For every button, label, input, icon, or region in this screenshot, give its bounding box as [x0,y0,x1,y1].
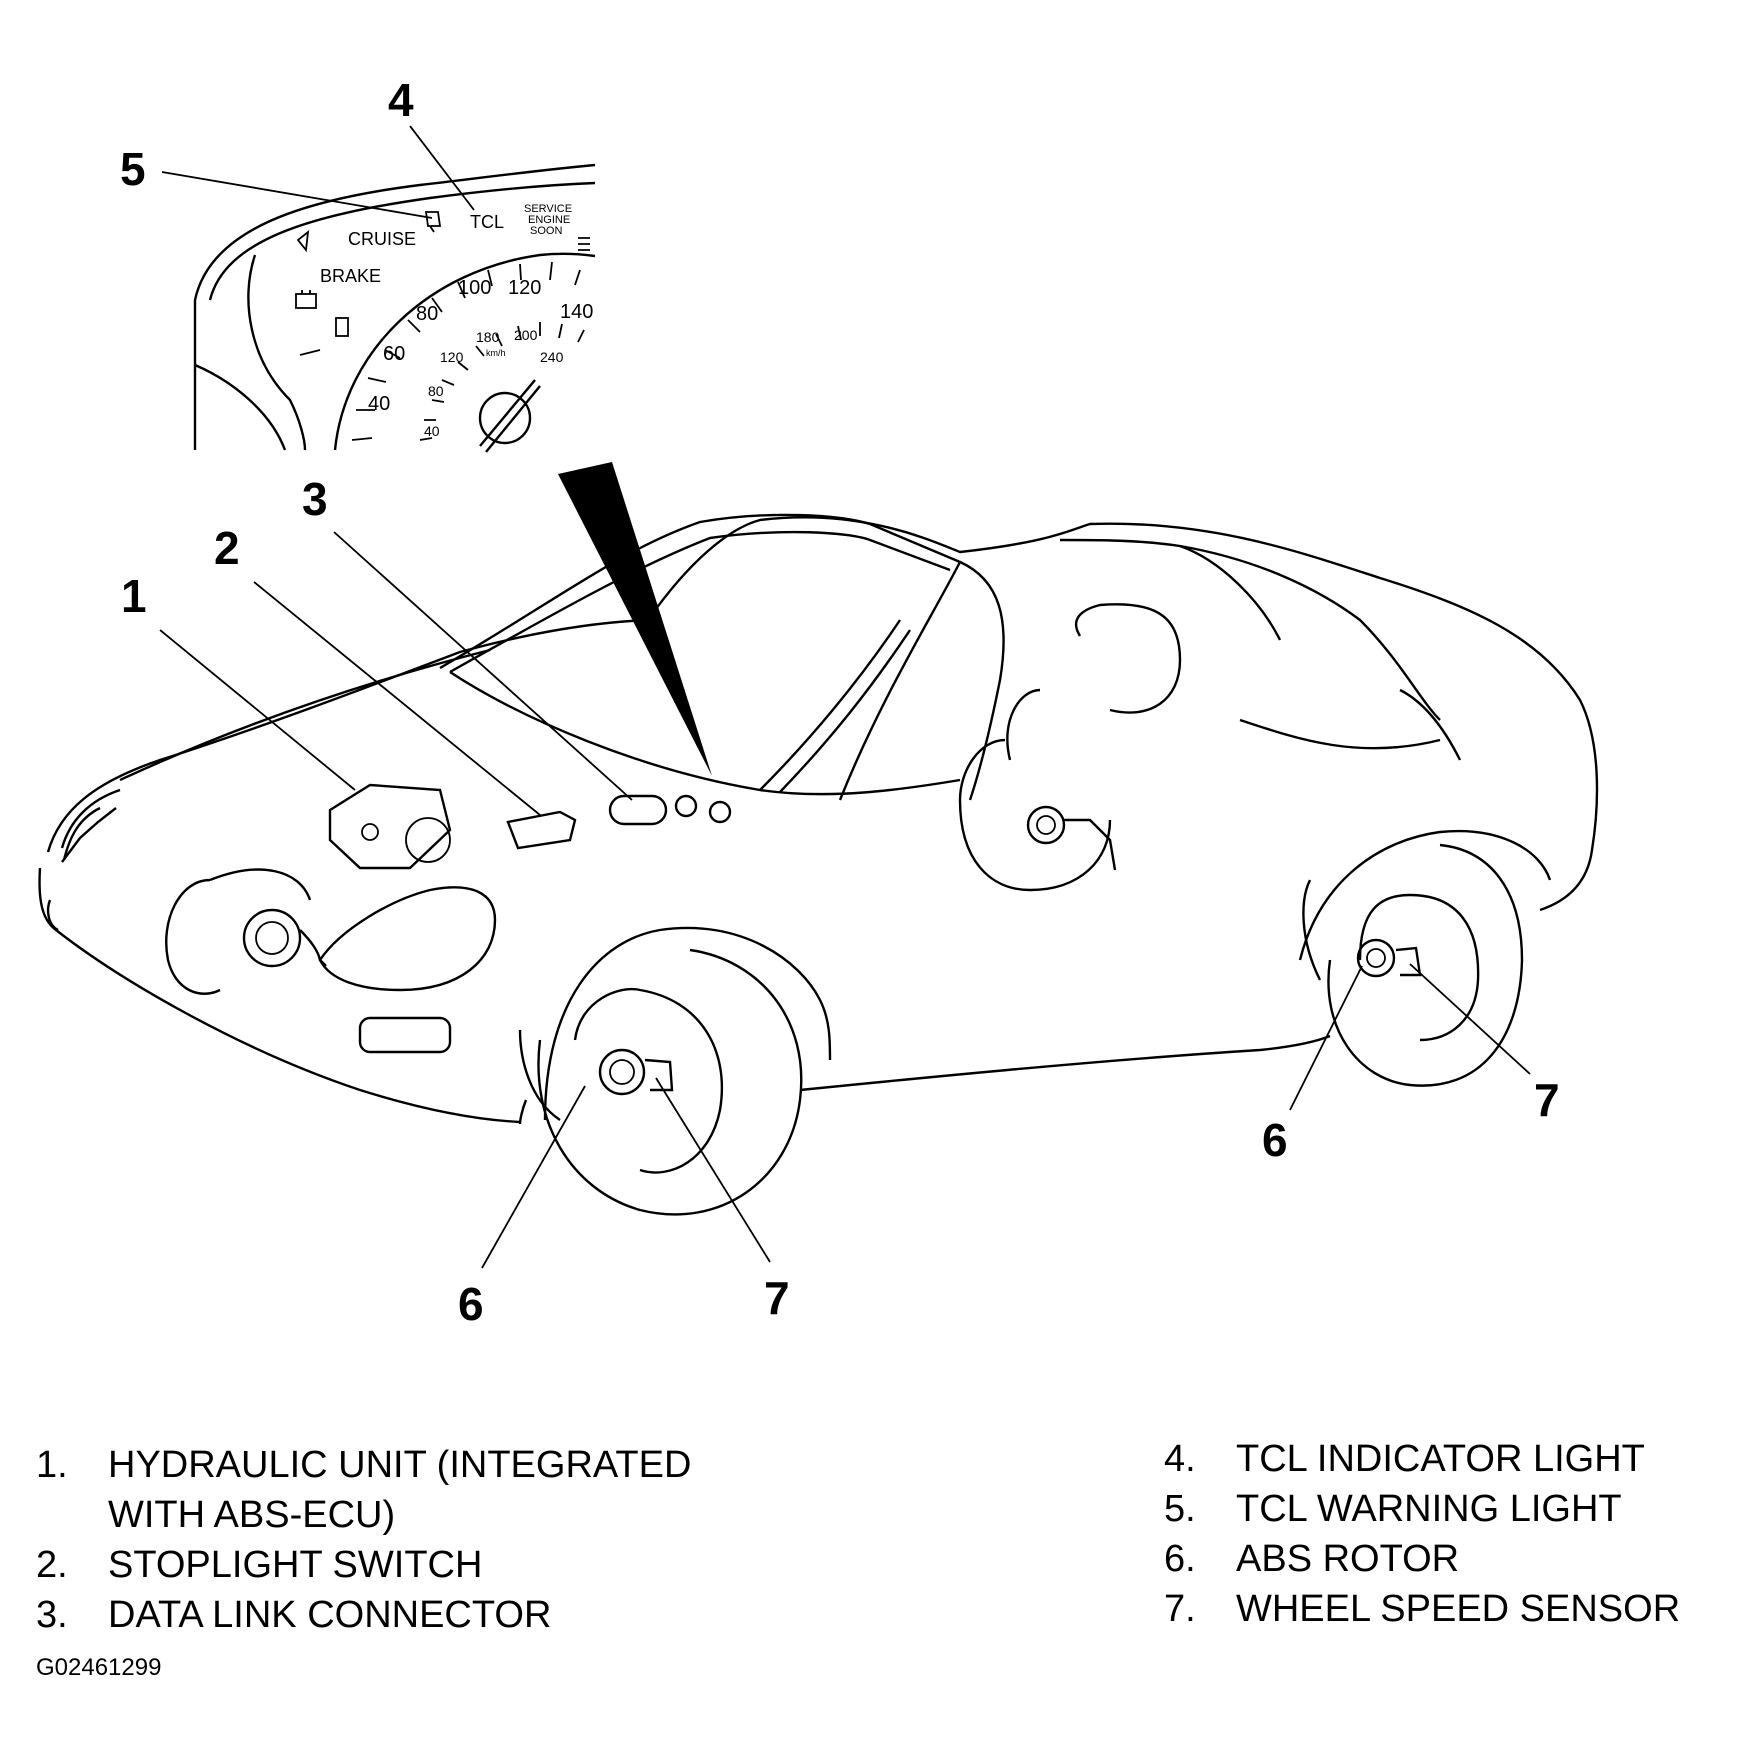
legend-item-5: 5. TCL WARNING LIGHT [1164,1488,1622,1530]
service-label: SERVICE [524,203,572,215]
legend-item-7: 7. WHEEL SPEED SENSOR [1164,1588,1681,1630]
inset-pointer-wedge [558,462,712,776]
front-right-wheel-assembly [518,948,803,1216]
rear-left-wheel-assembly [958,738,1117,892]
legend-item-6: 6. ABS ROTOR [1164,1538,1460,1580]
mph-tick-100: 100 [458,277,491,299]
legend-item-4: 4. TCL INDICATOR LIGHT [1164,1438,1645,1480]
kmh-tick-40: 40 [424,423,440,439]
callout-6-front: 6 [458,1278,484,1330]
kmh-tick-80: 80 [428,383,444,399]
callout-7-front: 7 [764,1272,790,1324]
tcl-label: TCL [470,212,504,232]
mph-tick-140: 140 [560,301,593,323]
abs-tcl-component-diagram: CRUISE TCL SERVICE ENGINE SOON BRAKE 40 … [38,74,1599,1330]
callout-2: 2 [214,522,240,574]
callout-4: 4 [388,74,414,126]
legend-item-1-continued: WITH ABS-ECU) [108,1494,396,1536]
callout-1: 1 [121,570,147,622]
mph-tick-120: 120 [508,277,541,299]
instrument-cluster-inset: CRUISE TCL SERVICE ENGINE SOON BRAKE 40 … [193,163,596,453]
leader-lines [159,125,1531,1269]
legend-item-3: 3. DATA LINK CONNECTOR [36,1594,552,1636]
legend-item-1: 1. HYDRAULIC UNIT (INTEGRATED [36,1444,692,1486]
mph-tick-40: 40 [368,393,390,415]
car-body-outline [38,513,1599,1125]
legend-item-2: 2. STOPLIGHT SWITCH [36,1544,483,1586]
rear-right-wheel-assembly [1302,843,1524,1087]
callout-7-rear: 7 [1534,1074,1560,1126]
kmh-tick-180: 180 [476,329,500,345]
mph-tick-60: 60 [383,343,405,365]
legend-right: 4. TCL INDICATOR LIGHT 5. TCL WARNING LI… [1164,1434,1680,1634]
kmh-tick-240: 240 [540,349,564,365]
engine-label: ENGINE [528,214,570,226]
kmh-unit-label: km/h [486,348,506,358]
legend-left: 1. HYDRAULIC UNIT (INTEGRATED WITH ABS-E… [36,1440,691,1640]
soon-label: SOON [530,225,562,237]
kmh-tick-120: 120 [440,349,464,365]
kmh-tick-200: 200 [514,327,538,343]
callout-numbers: 1 2 3 4 5 6 6 7 7 [120,74,1560,1330]
figure-id: G02461299 [36,1654,162,1681]
cruise-label: CRUISE [348,229,416,249]
callout-3: 3 [302,473,328,525]
brake-label: BRAKE [320,266,381,286]
front-left-wheel-assembly [165,868,327,995]
mph-tick-80: 80 [416,303,438,325]
callout-5: 5 [120,143,146,195]
callout-6-rear: 6 [1262,1114,1288,1166]
